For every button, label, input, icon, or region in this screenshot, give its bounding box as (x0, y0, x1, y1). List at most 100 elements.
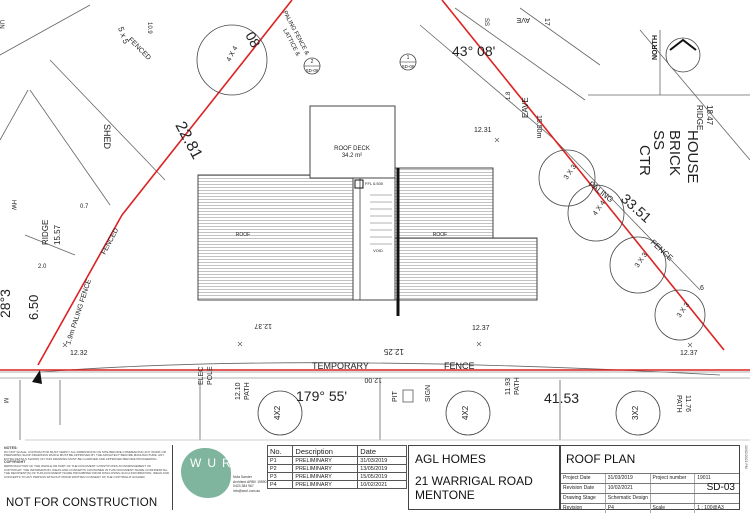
tree-label: 4X2 (461, 405, 470, 420)
revision-date-value: 10/02/2021 (606, 484, 651, 493)
plot-timestamp: 10/02/2021 PM (744, 445, 748, 469)
bearing-left: 28°3 (0, 289, 13, 318)
project-number: 19011 (697, 475, 711, 481)
drawing-notes: NOTES: DO NOT SCALE. CONTRACTOR MUST VER… (2, 445, 172, 510)
drawing-stage: Schematic Design (606, 494, 651, 503)
revision-description: PRELIMINARY (292, 480, 359, 489)
revision-value: P4 (606, 504, 651, 513)
ridge-left-label: RIDGE (41, 220, 50, 245)
project-date-label: Project Date (561, 474, 606, 483)
house-label-brick: BRICK (666, 130, 683, 176)
roof-deck-label: ROOF DECK (334, 146, 370, 152)
drawing-info-grid: Project Date 31/03/2019 Project number 1… (561, 473, 739, 513)
house-label-ss: SS (650, 130, 667, 150)
revision-no: P3 (266, 472, 294, 481)
revision-date: 15/05/2019 (357, 472, 407, 481)
ss-label: SS (483, 18, 489, 26)
address-line-2: MENTONE (415, 488, 475, 502)
length-front-mid: 12.00 (364, 376, 382, 383)
length-left-short: 6.50 (26, 295, 41, 320)
dim-2-0: 2.0 (38, 264, 47, 270)
length-left: 22.81 (171, 119, 205, 162)
contact-registration: Architect ARBV 19590 (233, 479, 267, 484)
revision-label: Revision (561, 504, 606, 513)
table-row: P4 PRELIMINARY 10/02/2021 (266, 480, 407, 489)
house-label-house: HOUSE (684, 130, 701, 183)
m-label: M (2, 398, 8, 403)
section-ref: SD-06 (306, 68, 319, 73)
dim-5x5: 5 x 5 (116, 26, 131, 46)
tree-label: 4 X 4 (226, 45, 240, 63)
section-ref: SD-06 (402, 64, 415, 69)
revision-date: 13/05/2019 (357, 464, 407, 473)
revision-no: P4 (266, 480, 294, 489)
fence-label: FENCE (444, 361, 475, 371)
not-for-construction: NOT FOR CONSTRUCTION (6, 497, 158, 509)
notes-heading: NOTES: (4, 446, 18, 450)
level-12-37-b: 12.37 (472, 325, 490, 332)
north-label: NORTH (652, 35, 659, 60)
tree-label: 3 X 3 (676, 302, 691, 319)
section-number: 2 (311, 59, 314, 65)
roof-left-label: ROOF (236, 232, 250, 238)
project-date: 31/03/2019 (606, 474, 651, 483)
dim-17: 17 (543, 18, 550, 26)
void-label: VOID (373, 248, 383, 253)
tree-label: 3 X 3 (634, 252, 649, 269)
ridge-right-label: RIDGE (695, 105, 704, 130)
level-label: FFL 6.500 (365, 181, 384, 186)
revision-header-date: Date (357, 445, 407, 457)
ridge-right-height: 18.47 (705, 105, 714, 126)
client-block: AGL HOMES 21 WARRIGAL ROAD MENTONE (408, 445, 560, 510)
bearing-bottom: 179° 55' (296, 388, 347, 404)
revision-description: PRELIMINARY (292, 472, 359, 481)
section-number: 1 (407, 55, 410, 61)
revision-no: P1 (266, 456, 294, 465)
revision-date-label: Revision Date (561, 484, 606, 493)
level-12-37-c: 12.37 (680, 350, 698, 357)
project-number-label: Project number (651, 474, 696, 483)
pole-label: POLE (207, 366, 214, 385)
tree-label: 3X2 (631, 405, 640, 420)
tree-label: 4 X 4 (592, 200, 607, 217)
level-12-31: 12.31 (474, 127, 492, 134)
north-arrow-icon (665, 37, 701, 73)
roof-right-label: ROOF (433, 232, 447, 238)
drawing-stage-label: Drawing Stage (561, 494, 606, 503)
architect-contact: Nola Sander Architect ARBV 19590 0423 38… (233, 475, 267, 493)
drawing-title: ROOF PLAN (566, 452, 636, 466)
logo-icon (181, 448, 231, 498)
fence-right-label: FENCE (649, 238, 675, 263)
dim-1-8: 1.8 (506, 91, 512, 100)
table-row: P1 PRELIMINARY 31/03/2019 (266, 456, 407, 465)
notes-text: DO NOT SCALE. CONTRACTOR MUST VERIFY ALL… (4, 449, 166, 461)
drawing-title-block: ROOF PLAN Project Date 31/03/2019 Projec… (560, 445, 740, 513)
dim-10-9: 10.9 (146, 22, 152, 34)
fenced-left-label: FENCED (101, 227, 121, 256)
level-12-32: 12.32 (70, 350, 88, 357)
path-left-label: PATH (244, 382, 251, 400)
address-line-1: 21 WARRIGAL ROAD (415, 474, 533, 488)
table-row: P3 PRELIMINARY 15/05/2019 (266, 472, 407, 481)
path-right-label: PATH (675, 395, 682, 413)
hw-label: HW (10, 200, 16, 210)
table-row: P2 PRELIMINARY 13/05/2019 (266, 464, 407, 473)
ave-label: AVE (516, 16, 530, 23)
revision-date: 31/03/2019 (357, 456, 407, 465)
eave-height: 15.50m (535, 115, 542, 139)
bearing-top: 43° 08' (452, 43, 495, 59)
revision-date: 10/02/2021 (357, 480, 407, 489)
revision-description: PRELIMINARY (292, 464, 359, 473)
path-left-level: 12.10 (235, 382, 242, 400)
sign-label: SIGN (425, 385, 432, 402)
revision-no: P2 (266, 464, 294, 473)
project-address: 21 WARRIGAL ROAD MENTONE (415, 474, 533, 502)
roof-deck-area: 34.2 m² (342, 153, 362, 159)
dim-0-7: 0.7 (80, 204, 89, 210)
pit-label: PIT (392, 390, 399, 402)
revision-header-no: No. (266, 445, 294, 457)
path-right-level: 11.76 (684, 395, 691, 412)
temporary-label: TEMPORARY (312, 361, 369, 371)
sheet-number: SD-03 (706, 482, 735, 493)
length-front: 41.53 (544, 390, 579, 406)
